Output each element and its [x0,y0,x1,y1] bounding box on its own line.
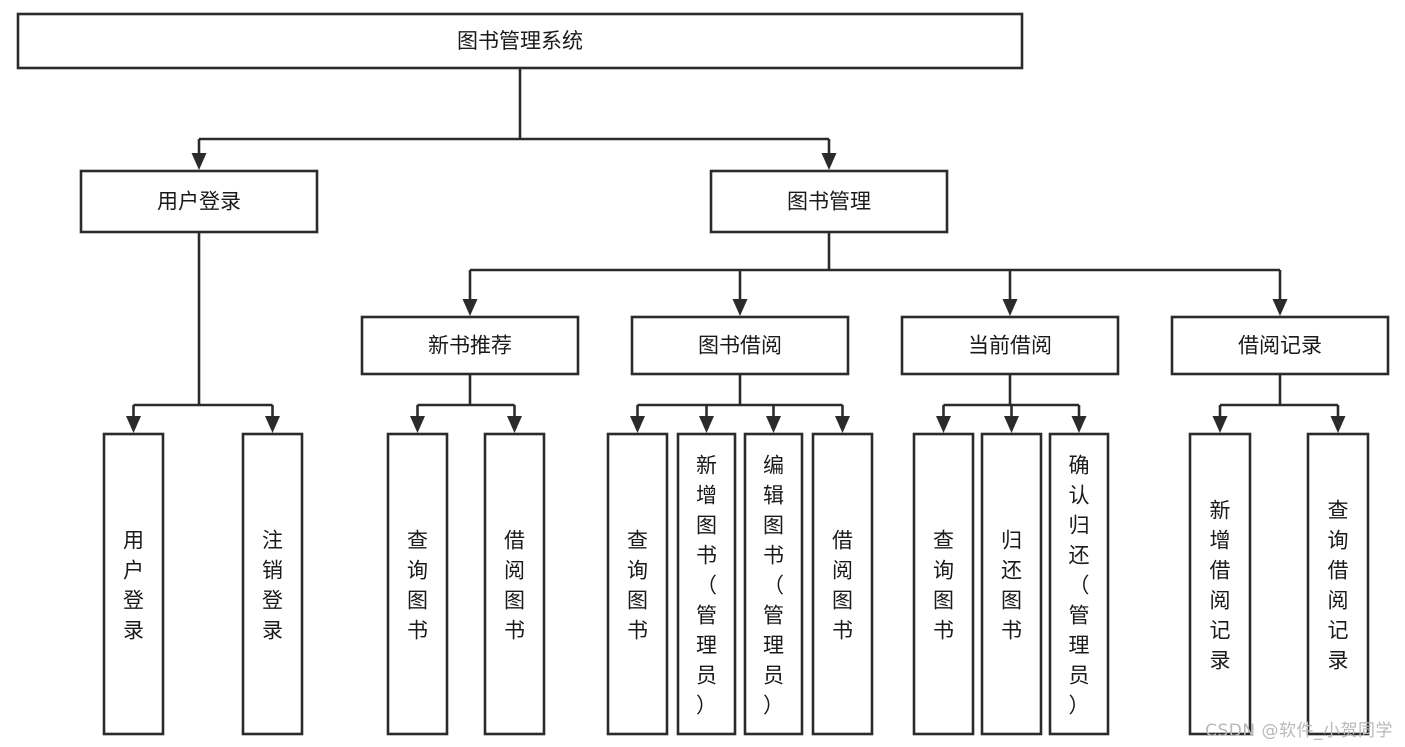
node-box [743,432,804,736]
node-box [241,432,304,736]
node-root[interactable]: 图书管理系统 [16,12,1024,70]
node-leaf-edit-book[interactable]: 编辑图书（管理员） [743,432,804,736]
node-current-borrow[interactable]: 当前借阅 [900,315,1120,376]
node-leaf-query-record[interactable]: 查询借阅记录 [1306,432,1370,736]
connector-layer [126,68,1346,433]
node-label: 查询图书 [407,528,428,642]
node-label: 新增借阅记录 [1210,498,1231,672]
node-leaf-return-book[interactable]: 归还图书 [980,432,1043,736]
node-label: 编辑图书（管理员） [763,453,784,717]
node-label: 确认归还（管理员） [1069,453,1090,717]
node-box [1048,432,1110,736]
node-box [102,432,165,736]
node-box [912,432,975,736]
node-box [79,169,319,234]
node-box [1306,432,1370,736]
node-leaf-user-login[interactable]: 用户登录 [102,432,165,736]
node-new-book-recommend[interactable]: 新书推荐 [360,315,580,376]
node-box [1170,315,1390,376]
node-box [360,315,580,376]
node-borrow-record[interactable]: 借阅记录 [1170,315,1390,376]
node-label: 当前借阅 [968,334,1052,358]
node-book-borrow[interactable]: 图书借阅 [630,315,850,376]
node-label: 新书推荐 [428,334,512,358]
node-box [1188,432,1252,736]
node-box [16,12,1024,70]
node-box [900,315,1120,376]
node-leaf-borrow-book-1[interactable]: 借阅图书 [483,432,546,736]
node-leaf-add-record[interactable]: 新增借阅记录 [1188,432,1252,736]
node-label: 借阅图书 [504,528,525,642]
node-label: 查询图书 [627,528,648,642]
node-box [709,169,949,234]
node-box [630,315,850,376]
node-leaf-logout[interactable]: 注销登录 [241,432,304,736]
node-box [676,432,737,736]
node-leaf-add-book[interactable]: 新增图书（管理员） [676,432,737,736]
node-label: 图书管理系统 [457,29,583,53]
node-label: 归还图书 [1001,528,1022,642]
node-box [386,432,449,736]
node-label: 用户登录 [123,528,144,642]
node-label: 借阅记录 [1238,334,1322,358]
watermark-text: CSDN @软件_小贺同学 [1205,721,1393,741]
node-label: 图书管理 [787,190,871,214]
node-leaf-borrow-book-2[interactable]: 借阅图书 [811,432,874,736]
node-box [980,432,1043,736]
node-label: 查询图书 [933,528,954,642]
node-label: 用户登录 [157,190,241,214]
node-label: 查询借阅记录 [1328,498,1349,672]
node-leaf-query-book-1[interactable]: 查询图书 [386,432,449,736]
node-box [811,432,874,736]
node-book-manage[interactable]: 图书管理 [709,169,949,234]
node-leaf-query-book-2[interactable]: 查询图书 [606,432,669,736]
node-layer: 图书管理系统用户登录图书管理新书推荐图书借阅当前借阅借阅记录用户登录注销登录查询… [16,12,1390,736]
node-label: 注销登录 [262,528,283,642]
node-box [483,432,546,736]
node-label: 图书借阅 [698,334,782,358]
node-leaf-query-book-3[interactable]: 查询图书 [912,432,975,736]
node-leaf-confirm-return[interactable]: 确认归还（管理员） [1048,432,1110,736]
node-label: 新增图书（管理员） [696,453,717,717]
node-user-login[interactable]: 用户登录 [79,169,319,234]
node-label: 借阅图书 [832,528,853,642]
node-box [606,432,669,736]
